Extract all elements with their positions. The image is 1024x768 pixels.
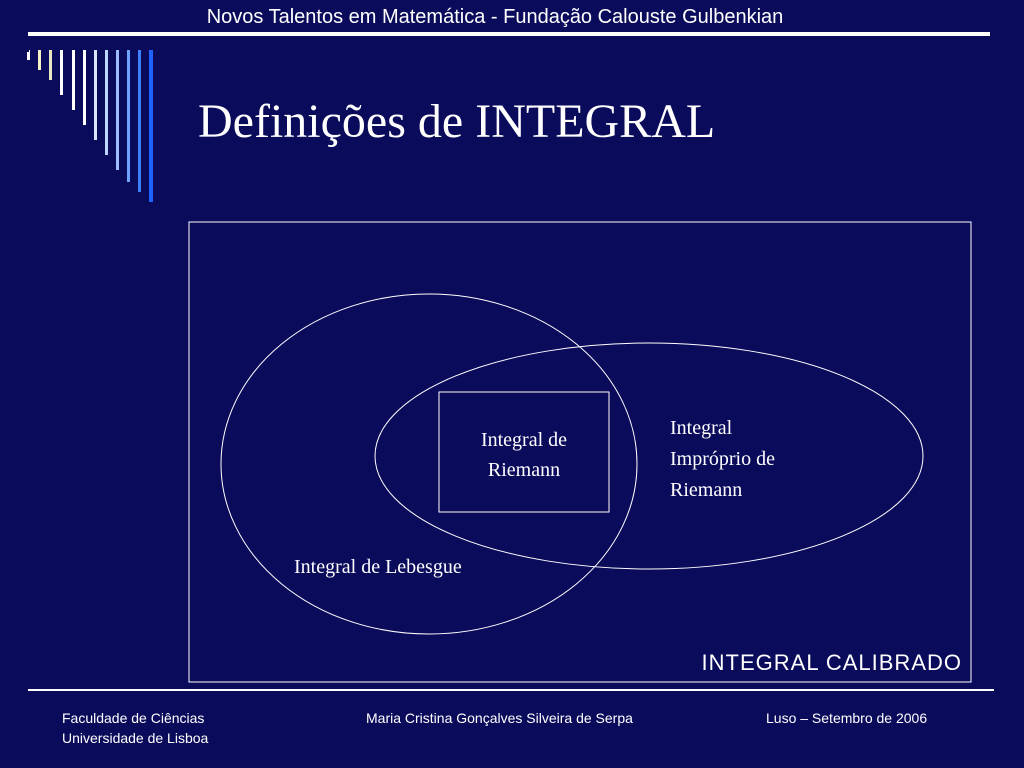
slide-title: Definições de INTEGRAL xyxy=(198,95,716,148)
stripe-8 xyxy=(105,50,108,155)
stripe-10 xyxy=(127,50,130,182)
lebesgue-ellipse xyxy=(220,293,638,635)
riemann-box xyxy=(438,391,610,513)
stripe-12 xyxy=(149,50,153,202)
footer-author: Maria Cristina Gonçalves Silveira de Ser… xyxy=(366,710,633,726)
stripe-5 xyxy=(72,50,75,110)
footer-university: Universidade de Lisboa xyxy=(62,730,209,746)
lebesgue-label: Integral de Lebesgue xyxy=(294,556,462,578)
footer-institution: Faculdade de Ciências Universidade de Li… xyxy=(62,708,208,748)
stripe-11 xyxy=(138,50,141,192)
footer-divider xyxy=(28,689,994,691)
stripe-3 xyxy=(49,50,52,80)
riemann-label-line2: Riemann xyxy=(488,459,560,481)
riemann-label-line1: Integral de xyxy=(481,429,567,451)
header-title: Novos Talentos em Matemática - Fundação … xyxy=(206,6,784,28)
calibrated-integral-box xyxy=(188,221,972,683)
improper-riemann-ellipse xyxy=(374,342,924,570)
stripe-6 xyxy=(83,50,86,125)
improper-label-line3: Riemann xyxy=(670,479,742,501)
improper-label-line1: Integral xyxy=(670,417,733,439)
improper-label-line2: Impróprio de xyxy=(670,448,775,470)
header-divider xyxy=(28,32,990,36)
decorative-stripes xyxy=(27,50,153,202)
stripe-1 xyxy=(27,50,30,60)
stripe-7 xyxy=(94,50,97,140)
stripe-12-top xyxy=(27,50,29,52)
footer-date: Luso – Setembro de 2006 xyxy=(766,710,928,726)
footer-faculty: Faculdade de Ciências xyxy=(62,710,205,726)
calibrated-integral-label: INTEGRAL CALIBRADO xyxy=(702,650,962,675)
stripe-4 xyxy=(60,50,63,95)
stripe-2 xyxy=(38,50,41,70)
stripe-9 xyxy=(116,50,119,170)
